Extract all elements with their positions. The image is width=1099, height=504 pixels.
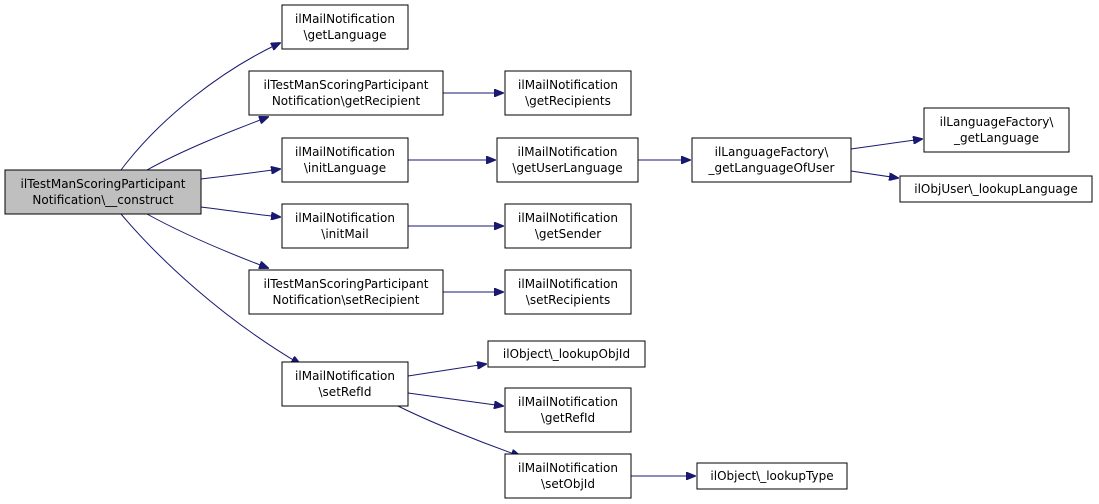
node-lookupObjId[interactable]: ilObject\_lookupObjId: [487, 340, 646, 368]
node-label-line: _getLanguage: [953, 131, 1039, 145]
node-box: [691, 137, 852, 183]
node-initMail[interactable]: ilMailNotification \initMail: [281, 203, 409, 249]
node-box: [923, 107, 1070, 153]
node-setObjId[interactable]: ilMailNotification \setObjId: [504, 453, 632, 499]
edge-setRefId-to-lookupObjId: [407, 364, 486, 377]
node-box: [281, 137, 409, 183]
node-box: [248, 70, 444, 116]
node-lookupType[interactable]: ilObject\_lookupType: [696, 462, 848, 490]
edge-construct-to-initMail: [200, 206, 280, 217]
node-box: [281, 361, 409, 407]
node-label-line: ilMailNotification: [518, 145, 618, 159]
node-label-line: \getSender: [535, 227, 601, 241]
edges-layer: [120, 43, 922, 476]
node-label-line: Notification\__construct: [32, 193, 174, 207]
node-label-line: \initMail: [321, 227, 368, 241]
node-label-line: ilTestManScoringParticipant: [21, 177, 186, 191]
node-label-line: ilMailNotification: [295, 12, 395, 26]
node-label-line: ilMailNotification: [518, 277, 618, 291]
node-label-line: \getRefId: [541, 411, 595, 425]
node-box: [899, 175, 1093, 203]
node-label-line: ilTestManScoringParticipant: [264, 277, 429, 291]
node-getRecipients[interactable]: ilMailNotification \getRecipients: [504, 70, 632, 116]
node-label-line: Notification\getRecipient: [272, 94, 421, 108]
edge-getLanguageOfUser-to-lookupLanguage: [850, 170, 898, 178]
edge-getLanguageOfUser-to-lf_getLanguage: [850, 139, 922, 150]
node-getUserLanguage[interactable]: ilMailNotification \getUserLanguage: [496, 137, 639, 183]
node-box: [281, 203, 409, 249]
node-label-line: ilObjUser\_lookupLanguage: [914, 182, 1078, 196]
node-getLanguage[interactable]: ilMailNotification \getLanguage: [281, 4, 409, 50]
edge-construct-to-initLanguage: [200, 169, 280, 180]
node-getSender[interactable]: ilMailNotification \getSender: [504, 203, 632, 249]
node-getRefId[interactable]: ilMailNotification \getRefId: [504, 387, 632, 433]
node-box: [504, 387, 632, 433]
node-setRecipients[interactable]: ilMailNotification \setRecipients: [504, 269, 632, 315]
node-label-line: \setObjId: [541, 477, 595, 491]
node-label-line: ilObject\_lookupType: [710, 469, 833, 483]
node-label-line: \setRecipients: [526, 293, 610, 307]
node-label-line: ilTestManScoringParticipant: [264, 78, 429, 92]
node-label-line: ilLanguageFactory\: [940, 115, 1055, 129]
node-label-line: ilMailNotification: [295, 369, 395, 383]
node-label-line: ilMailNotification: [518, 78, 618, 92]
node-lookupLanguage[interactable]: ilObjUser\_lookupLanguage: [899, 175, 1093, 203]
node-label-line: \setRefId: [319, 385, 372, 399]
node-getRecipient[interactable]: ilTestManScoringParticipantNotification\…: [248, 70, 444, 116]
node-box: [496, 137, 639, 183]
node-label-line: ilObject\_lookupObjId: [503, 347, 630, 361]
node-box: [504, 269, 632, 315]
node-box: [4, 169, 202, 215]
node-label-line: ilLanguageFactory\: [715, 145, 830, 159]
node-label-line: Notification\setRecipient: [273, 293, 420, 307]
node-label-line: ilMailNotification: [295, 211, 395, 225]
node-label-line: \getLanguage: [304, 28, 387, 42]
node-label-line: ilMailNotification: [518, 461, 618, 475]
node-label-line: ilMailNotification: [295, 145, 395, 159]
node-box: [504, 70, 632, 116]
node-initLanguage[interactable]: ilMailNotification \initLanguage: [281, 137, 409, 183]
edge-construct-to-getRecipient: [146, 117, 268, 171]
node-label-line: \initLanguage: [304, 161, 386, 175]
node-construct[interactable]: ilTestManScoringParticipantNotification\…: [4, 169, 202, 215]
node-box: [487, 340, 646, 368]
edge-construct-to-getLanguage: [120, 43, 280, 171]
node-label-line: \getUserLanguage: [512, 161, 622, 175]
node-label-line: ilMailNotification: [518, 211, 618, 225]
node-label-line: ilMailNotification: [518, 395, 618, 409]
node-setRefId[interactable]: ilMailNotification \setRefId: [281, 361, 409, 407]
node-label-line: _getLanguageOfUser: [708, 161, 835, 175]
node-box: [281, 4, 409, 50]
node-setRecipient[interactable]: ilTestManScoringParticipantNotification\…: [248, 269, 444, 315]
edge-construct-to-setRefId: [120, 213, 300, 364]
node-getLanguageOfUser[interactable]: ilLanguageFactory\ _getLanguageOfUser: [691, 137, 852, 183]
edge-construct-to-setRecipient: [146, 213, 268, 268]
nodes-layer: ilTestManScoringParticipantNotification\…: [4, 4, 1093, 499]
node-box: [248, 269, 444, 315]
node-label-line: \getRecipients: [525, 94, 611, 108]
edge-setRefId-to-getRefId: [407, 392, 503, 406]
node-box: [696, 462, 848, 490]
edge-setRefId-to-setObjId: [397, 405, 520, 456]
node-lf_getLanguage[interactable]: ilLanguageFactory\ _getLanguage: [923, 107, 1070, 153]
node-box: [504, 453, 632, 499]
node-box: [504, 203, 632, 249]
